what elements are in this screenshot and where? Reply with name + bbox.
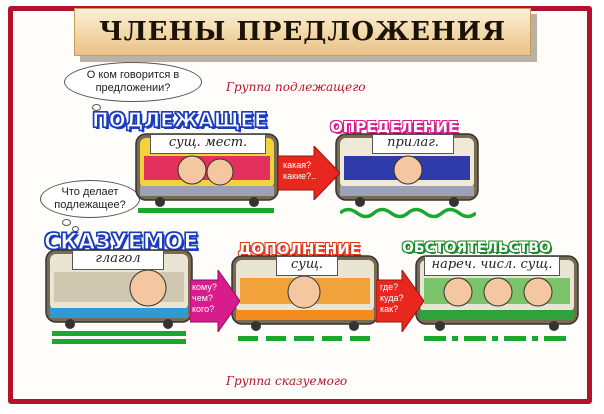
arrow-attribute [278,146,340,200]
subject-question-text: О ком говорится в предложении? [86,69,180,94]
thought-bubble [72,226,79,232]
role-object: ДОПОЛНЕНИЕ [238,240,361,258]
arrow-attribute-text: какая? какие?.. [283,160,317,181]
underline-single [138,208,274,213]
thought-bubble [102,111,109,117]
tram-object [231,255,379,331]
tram-subject-sign: сущ. мест. [150,134,266,154]
underline-dash-dot [492,336,498,341]
title-plate: ЧЛЕНЫ ПРЕДЛОЖЕНИЯ [74,8,531,56]
underline-double [52,339,186,344]
tram-object-sign: сущ. [276,256,338,276]
underline-double [52,331,186,336]
arrow-object-text: кому? чем? кого? [192,282,217,314]
underline-wavy [340,207,476,219]
underline-dash-dot [464,336,486,341]
underline-dashed [238,336,258,341]
underline-dash-dot [424,336,446,341]
underline-dash-dot [452,336,458,341]
role-adverbial: ОБСТОЯТЕЛЬСТВО [402,240,551,256]
predicate-question-text: Что делает подлежащее? [54,186,126,211]
tram-adverbial-sign: нареч. числ. сущ. [424,256,560,276]
role-subject: ПОДЛЕЖАЩЕЕ [91,107,268,132]
arrow-object [190,270,240,332]
arrow-adverbial [376,270,424,332]
subject-group-label: Группа подлежащего [226,80,366,94]
underline-dashed [266,336,286,341]
underline-dash-dot [544,336,566,341]
underline-dash-dot [504,336,526,341]
thought-bubble [92,104,101,111]
underline-dashed [294,336,314,341]
thought-bubble [62,219,71,226]
underline-dash-dot [532,336,538,341]
subject-question-cloud: О ком говорится в предложении? [64,62,202,102]
tram-predicate-sign: глагол [72,250,164,270]
predicate-question-cloud: Что делает подлежащее? [40,180,140,218]
predicate-group-label: Группа сказуемого [226,374,348,388]
underline-dashed [350,336,370,341]
role-attribute: ОПРЕДЕЛЕНИЕ [330,118,459,136]
underline-dashed [322,336,342,341]
page-title: ЧЛЕНЫ ПРЕДЛОЖЕНИЯ [98,17,507,47]
arrow-adverbial-text: где? куда? как? [380,282,404,314]
tram-attribute-sign: прилаг. [372,134,454,154]
